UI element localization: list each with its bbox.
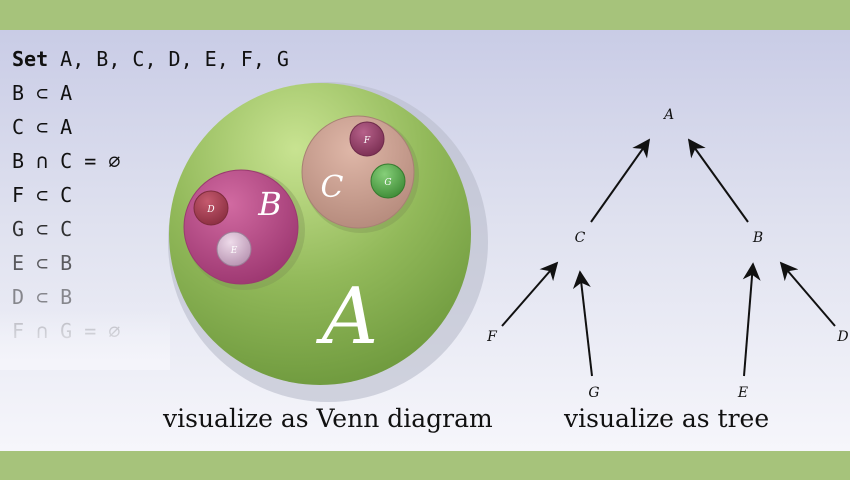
code-text: F ⊂ C [12, 183, 73, 207]
tree-node-d: D [836, 329, 848, 345]
code-text: A, B, C, D, E, F, G [48, 47, 289, 71]
tree-node-c: C [575, 230, 586, 246]
set-d-label: D [206, 205, 214, 215]
code-line: E ⊂ B [12, 246, 289, 280]
code-text: G ⊂ C [12, 217, 73, 241]
tree-node-f: F [486, 329, 498, 345]
set-b-label: B [257, 185, 282, 223]
set-e-circle [216, 231, 252, 267]
tree-edge-b-a [687, 138, 749, 223]
code-line: G ⊂ C [12, 212, 289, 246]
code-line: D ⊂ B [12, 280, 289, 314]
slide-panel: Set A, B, C, D, E, F, G B ⊂ A C ⊂ A B ∩ C =… [0, 30, 850, 451]
bottom-band [0, 451, 850, 480]
code-text: B ⊂ A [12, 81, 73, 105]
top-band [0, 0, 850, 30]
set-declarations: Set A, B, C, D, E, F, G B ⊂ A C ⊂ A B ∩ C =… [12, 42, 289, 348]
code-fade-overlay [0, 310, 170, 370]
tree-node-g: G [588, 385, 599, 401]
tree-node-a: A [662, 107, 674, 123]
tree-edge-e-b [742, 262, 761, 377]
tree-node-e: E [737, 385, 748, 401]
code-line: C ⊂ A [12, 110, 289, 144]
set-c-label: C [321, 170, 344, 205]
set-g-circle [370, 163, 406, 199]
set-c-circle [301, 115, 415, 229]
set-d-circle [193, 190, 229, 226]
code-text: B ∩ C = ∅ [12, 149, 121, 173]
code-text: E ⊂ B [12, 251, 73, 275]
set-g-label: G [384, 178, 391, 188]
set-a-label: A [316, 272, 378, 362]
venn-caption: visualize as Venn diagram [163, 404, 493, 433]
tree-edge-f-c [501, 261, 559, 327]
code-line: F ⊂ C [12, 178, 289, 212]
code-line: B ∩ C = ∅ [12, 144, 289, 178]
tree-edge-d-b [779, 261, 836, 327]
code-keyword: Set [12, 47, 49, 71]
tree-caption: visualize as tree [564, 404, 770, 433]
set-f-circle [349, 121, 385, 157]
tree-node-b: B [752, 230, 763, 246]
set-f-label: F [363, 136, 371, 146]
set-e-label: E [230, 246, 238, 256]
code-line: Set A, B, C, D, E, F, G [12, 42, 289, 76]
tree-edge-c-a [590, 138, 651, 223]
code-line: B ⊂ A [12, 76, 289, 110]
venn-diagram: A B C D E F G A B C D E F G [168, 82, 849, 402]
code-text: D ⊂ B [12, 285, 73, 309]
tree-edge-g-c [572, 270, 593, 377]
code-text: C ⊂ A [12, 115, 73, 139]
